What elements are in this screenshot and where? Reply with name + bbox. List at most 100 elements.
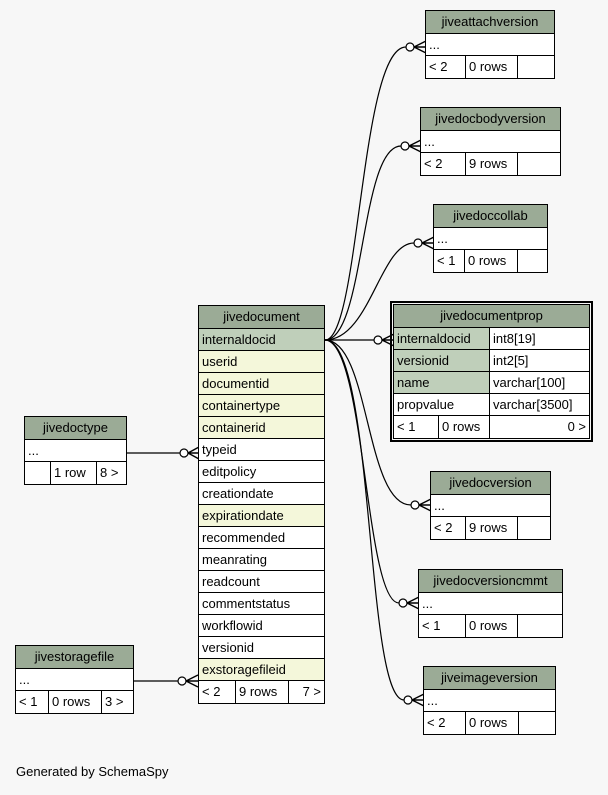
edge-jivedocversion [324,339,412,506]
column-userid: userid [199,351,324,373]
table-row: ... [431,495,550,517]
table-row: ... [16,669,133,691]
table-jivedoccollab[interactable]: jivedoccollab ... < 1 0 rows [433,204,548,273]
table-row: ... [434,228,547,250]
table-jiveattachversion[interactable]: jiveattachversion ... < 2 0 rows [425,10,555,79]
table-title: jivedoctype [25,417,126,440]
footer-children: 3 > [105,694,124,709]
table-row: internaldocid int8[19] [394,328,589,350]
footer-rows: 0 rows [466,615,518,637]
table-title: jivedocversion [431,472,550,495]
edge-jivedoccollab [324,242,415,341]
table-title: jivestoragefile [16,646,133,669]
footer-children: 0 > [567,419,586,434]
table-title: jiveimageversion [424,667,555,690]
footer-parents [25,462,51,484]
column-exstoragefileid: exstoragefileid [199,659,324,681]
table-jiveimageversion[interactable]: jiveimageversion ... < 2 0 rows [423,666,556,735]
table-jivedocversion[interactable]: jivedocversion ... < 2 9 rows [430,471,551,540]
table-jivedocversioncmmt[interactable]: jivedocversioncmmt ... < 1 0 rows [418,569,563,638]
table-title: jivedocumentprop [394,305,589,328]
table-row: ... [424,690,555,712]
table-jivestoragefile[interactable]: jivestoragefile ... < 1 0 rows 3 > [15,645,134,714]
column-expirationdate: expirationdate [199,505,324,527]
footer-parents: < 1 [16,691,49,713]
table-row: ... [419,593,562,615]
footer-parents: < 2 [421,153,466,175]
column-type: int2[5] [490,350,589,371]
footer-rows: 9 rows [236,681,289,703]
table-jivedoctype[interactable]: jivedoctype ... 1 row 8 > [24,416,127,485]
column-name: versionid [394,350,490,371]
table-title: jivedocument [199,306,324,329]
column-commentstatus: commentstatus [199,593,324,615]
column-recommended: recommended [199,527,324,549]
column-name: propvalue [394,394,490,415]
column-type: varchar[100] [490,372,589,393]
table-footer: < 1 0 rows 3 > [16,691,133,713]
footer-parents: < 1 [434,250,465,272]
edge-jiveattachversion [324,46,407,341]
table-jivedocument[interactable]: jivedocument internaldocid userid docume… [198,305,325,704]
column-documentid: documentid [199,373,324,395]
footer-rows: 0 rows [466,56,518,78]
footer-children [518,615,562,637]
footer-children [518,517,550,539]
edge-jivedocversioncmmt [324,339,400,604]
column-editpolicy: editpolicy [199,461,324,483]
table-jivedocbodyversion[interactable]: jivedocbodyversion ... < 2 9 rows [420,107,561,176]
column-workflowid: workflowid [199,615,324,637]
table-footer: < 1 0 rows 0 > [394,416,589,438]
edge-jiveimageversion [324,339,405,701]
footer-parents: < 2 [431,517,466,539]
footer-children: 7 > [302,684,321,699]
column-containerid: containerid [199,417,324,439]
footer-parents: < 2 [424,712,466,734]
column-containertype: containertype [199,395,324,417]
column-meanrating: meanrating [199,549,324,571]
footer-rows: 0 rows [466,712,519,734]
column-name: internaldocid [394,328,490,349]
table-row: ... [25,440,126,462]
table-footer: < 2 9 rows 7 > [199,681,324,703]
table-row: propvalue varchar[3500] [394,394,589,416]
table-footer: < 2 9 rows [421,153,560,175]
footer-children: 8 > [100,465,119,480]
table-footer: < 1 0 rows [419,615,562,637]
footer-parents: < 2 [199,681,236,703]
table-row: name varchar[100] [394,372,589,394]
table-title: jiveattachversion [426,11,554,34]
column-readcount: readcount [199,571,324,593]
column-internaldocid: internaldocid [199,329,324,351]
table-footer: < 2 0 rows [426,56,554,78]
footer-children [518,153,560,175]
column-name: name [394,372,490,393]
column-typeid: typeid [199,439,324,461]
footer-children [518,250,547,272]
column-versionid: versionid [199,637,324,659]
footer-rows: 9 rows [466,517,518,539]
table-title: jivedoccollab [434,205,547,228]
table-jivedocumentprop[interactable]: jivedocumentprop internaldocid int8[19] … [390,301,593,442]
footer-rows: 0 rows [49,691,102,713]
table-row: ... [421,131,560,153]
table-row: versionid int2[5] [394,350,589,372]
table-title: jivedocversioncmmt [419,570,562,593]
edge-jivedocbodyversion [324,145,402,341]
table-row: ... [426,34,554,56]
table-footer: 1 row 8 > [25,462,126,484]
column-creationdate: creationdate [199,483,324,505]
footer-rows: 0 rows [439,416,490,438]
footer-children [518,56,554,78]
footer-parents: < 1 [394,416,439,438]
footer-rows: 0 rows [465,250,518,272]
column-type: int8[19] [490,328,589,349]
column-type: varchar[3500] [493,397,573,412]
footer-rows: 1 row [51,462,97,484]
table-footer: < 2 9 rows [431,517,550,539]
generated-by-credit: Generated by SchemaSpy [16,764,169,779]
footer-parents: < 1 [419,615,466,637]
footer-rows: 9 rows [466,153,518,175]
footer-children [519,712,555,734]
